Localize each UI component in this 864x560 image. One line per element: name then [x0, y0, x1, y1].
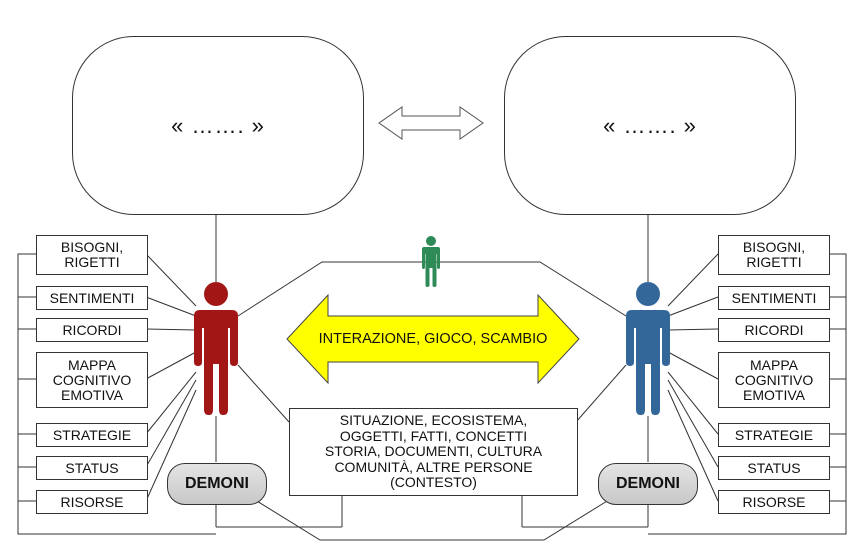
left-item-bisogni: BISOGNI, RIGETTI [36, 235, 148, 275]
left-person-icon [194, 282, 238, 415]
right-bubble-text: « ……. » [603, 112, 697, 138]
right-item-strategie: STRATEGIE [718, 423, 830, 447]
left-item-mappa: MAPPA COGNITIVO EMOTIVA [36, 352, 148, 408]
context-box: SITUAZIONE, ECOSISTEMA, OGGETTI, FATTI, … [289, 408, 578, 496]
left-item-strategie: STRATEGIE [36, 423, 148, 447]
right-item-risorse: RISORSE [718, 490, 830, 514]
right-item-bisogni: BISOGNI, RIGETTI [718, 235, 830, 275]
right-item-sentimenti: SENTIMENTI [718, 286, 830, 310]
left-thought-bubble: « ……. » [72, 36, 364, 215]
left-bubble-text: « ……. » [171, 112, 265, 138]
right-demoni-badge: DEMONI [598, 463, 698, 505]
right-item-mappa: MAPPA COGNITIVO EMOTIVA [718, 352, 830, 408]
left-item-sentimenti: SENTIMENTI [36, 286, 148, 310]
left-item-ricordi: RICORDI [36, 318, 148, 342]
right-item-ricordi: RICORDI [718, 318, 830, 342]
right-thought-bubble: « ……. » [504, 36, 796, 215]
interaction-label: INTERAZIONE, GIOCO, SCAMBIO [318, 331, 548, 347]
left-item-risorse: RISORSE [36, 490, 148, 514]
left-demoni-badge: DEMONI [167, 463, 267, 505]
right-person-icon [626, 282, 670, 415]
left-item-status: STATUS [36, 456, 148, 480]
small-person-icon [422, 236, 440, 287]
right-item-status: STATUS [718, 456, 830, 480]
interaction-arrow [286, 293, 580, 385]
double-arrow-icon [378, 106, 484, 140]
